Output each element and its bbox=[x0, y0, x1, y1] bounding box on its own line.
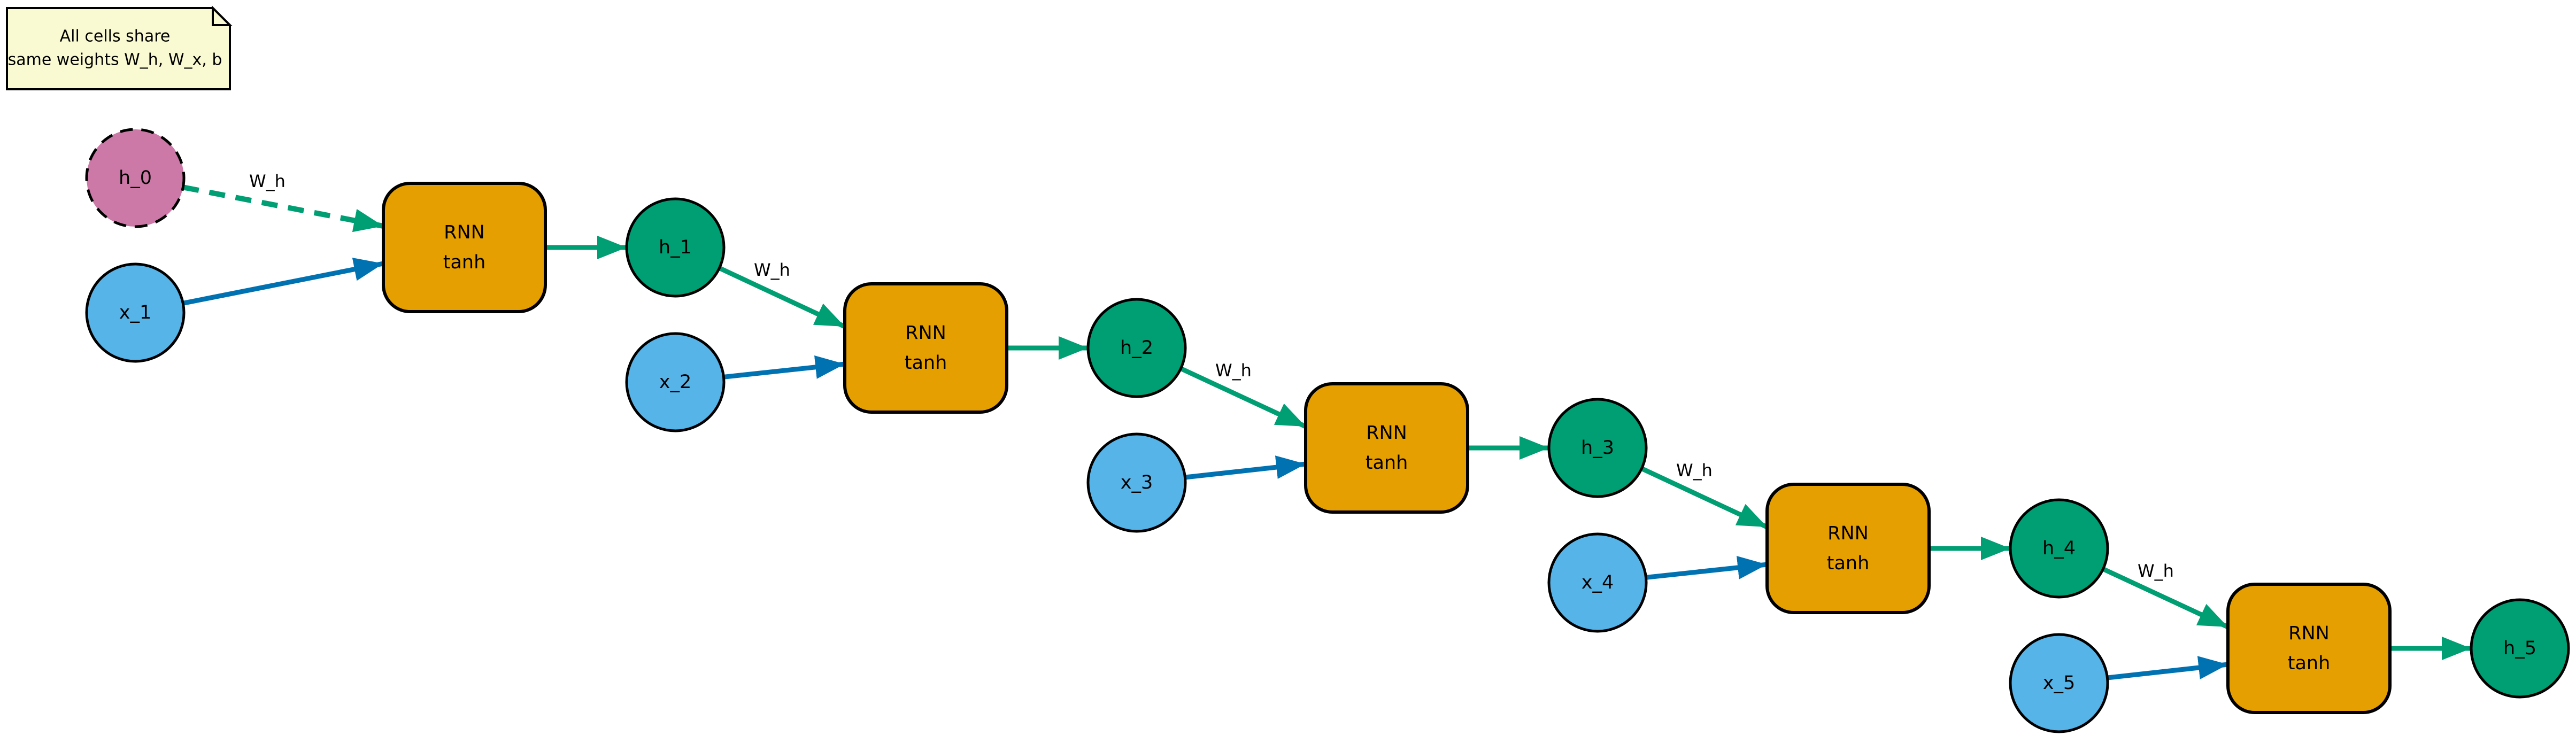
rnn_2-label-line-1: RNN bbox=[905, 322, 946, 344]
node-h_4: h_4 bbox=[2009, 498, 2109, 599]
x_5-shape bbox=[2009, 633, 2109, 733]
rnn_4-label-line-2: tanh bbox=[1827, 553, 1870, 574]
edge-x_1-rnn_1 bbox=[182, 258, 384, 306]
rnn_3-shape bbox=[1304, 382, 1469, 514]
rnn_5-label-line-2: tanh bbox=[2288, 653, 2331, 674]
note-line-1: All cells share bbox=[60, 27, 171, 46]
h_0-shape bbox=[85, 128, 186, 228]
note-line-2: same weights W_h, W_x, b bbox=[8, 51, 222, 69]
rnn_2-label-line-2: tanh bbox=[905, 352, 947, 374]
edge-x_2-rnn_2 bbox=[723, 355, 845, 380]
node-rnn_5: RNN tanh bbox=[2226, 583, 2392, 714]
edge-h_2-rnn_3 bbox=[1179, 366, 1307, 429]
node-x_3: x_3 bbox=[1086, 432, 1187, 533]
nodes-layer: h_0x_1RNNtanhh_1x_2RNNtanhh_2x_3RNNtanhh… bbox=[85, 128, 2570, 733]
h_3-label: h_3 bbox=[1581, 437, 1614, 459]
node-rnn_4: RNN tanh bbox=[1765, 483, 1931, 614]
edge-label-h_2-rnn_3: W_h bbox=[1215, 360, 1252, 381]
node-h_5: h_5 bbox=[2470, 598, 2570, 699]
rnn_3-label-line-1: RNN bbox=[1366, 422, 1407, 444]
rnn_1-label-line-2: tanh bbox=[443, 252, 486, 273]
h_2-shape bbox=[1086, 298, 1187, 398]
x_1-shape bbox=[85, 262, 186, 363]
rnn_4-shape bbox=[1765, 483, 1931, 614]
edge-label-h_4-rnn_5: W_h bbox=[2138, 561, 2174, 581]
edge-h_4-rnn_5 bbox=[2102, 567, 2229, 630]
x_3-label: x_3 bbox=[1121, 472, 1153, 493]
edge-x_5-rnn_5 bbox=[2107, 656, 2228, 680]
x_2-shape bbox=[625, 332, 726, 432]
note-body bbox=[6, 7, 231, 90]
node-h_0: h_0 bbox=[85, 128, 186, 228]
h_1-label: h_1 bbox=[659, 237, 692, 258]
h_2-label: h_2 bbox=[1120, 337, 1153, 359]
h_5-shape bbox=[2470, 598, 2570, 699]
h_3-shape bbox=[1547, 398, 1648, 498]
x_5-label: x_5 bbox=[2043, 672, 2075, 694]
edge-label-h_0-rnn_1: W_h bbox=[249, 171, 286, 191]
rnn_1-shape bbox=[382, 182, 547, 313]
node-x_2: x_2 bbox=[625, 332, 726, 432]
h_0-label: h_0 bbox=[119, 167, 152, 189]
edge-label-h_1-rnn_2: W_h bbox=[754, 260, 790, 280]
rnn_3-label-line-2: tanh bbox=[1366, 452, 1408, 474]
edge-h_1-rnn_2 bbox=[718, 266, 846, 329]
edge-x_4-rnn_4 bbox=[1646, 555, 1768, 580]
note-fold-icon bbox=[212, 5, 233, 26]
x_1-label: x_1 bbox=[119, 302, 151, 323]
rnn_5-label-line-1: RNN bbox=[2288, 623, 2330, 644]
note: All cells share same weights W_h, W_x, b bbox=[6, 5, 233, 90]
edges-layer: W_hW_hW_hW_hW_h bbox=[182, 171, 2471, 680]
node-x_4: x_4 bbox=[1547, 532, 1648, 633]
node-h_2: h_2 bbox=[1086, 298, 1187, 398]
x_2-label: x_2 bbox=[659, 372, 691, 393]
edge-x_3-rnn_3 bbox=[1184, 455, 1306, 480]
edge-h_3-rnn_4 bbox=[1640, 466, 1768, 530]
rnn_5-shape bbox=[2226, 583, 2392, 714]
rnn_1-label-line-1: RNN bbox=[444, 222, 485, 243]
node-rnn_3: RNN tanh bbox=[1304, 382, 1469, 514]
h_5-label: h_5 bbox=[2503, 638, 2536, 659]
h_4-shape bbox=[2009, 498, 2109, 599]
x_3-shape bbox=[1086, 432, 1187, 533]
x_4-shape bbox=[1547, 532, 1648, 633]
node-rnn_2: RNN tanh bbox=[843, 282, 1008, 414]
edge-label-h_3-rnn_4: W_h bbox=[1676, 460, 1713, 481]
rnn_2-shape bbox=[843, 282, 1008, 414]
node-x_1: x_1 bbox=[85, 262, 186, 363]
node-x_5: x_5 bbox=[2009, 633, 2109, 733]
rnn_4-label-line-1: RNN bbox=[1827, 523, 1869, 544]
h_4-label: h_4 bbox=[2042, 538, 2076, 559]
node-h_3: h_3 bbox=[1547, 398, 1648, 498]
h_1-shape bbox=[625, 197, 726, 298]
edge-h_0-rnn_1 bbox=[182, 184, 384, 233]
node-rnn_1: RNN tanh bbox=[382, 182, 547, 313]
x_4-label: x_4 bbox=[1582, 572, 1614, 593]
node-h_1: h_1 bbox=[625, 197, 726, 298]
